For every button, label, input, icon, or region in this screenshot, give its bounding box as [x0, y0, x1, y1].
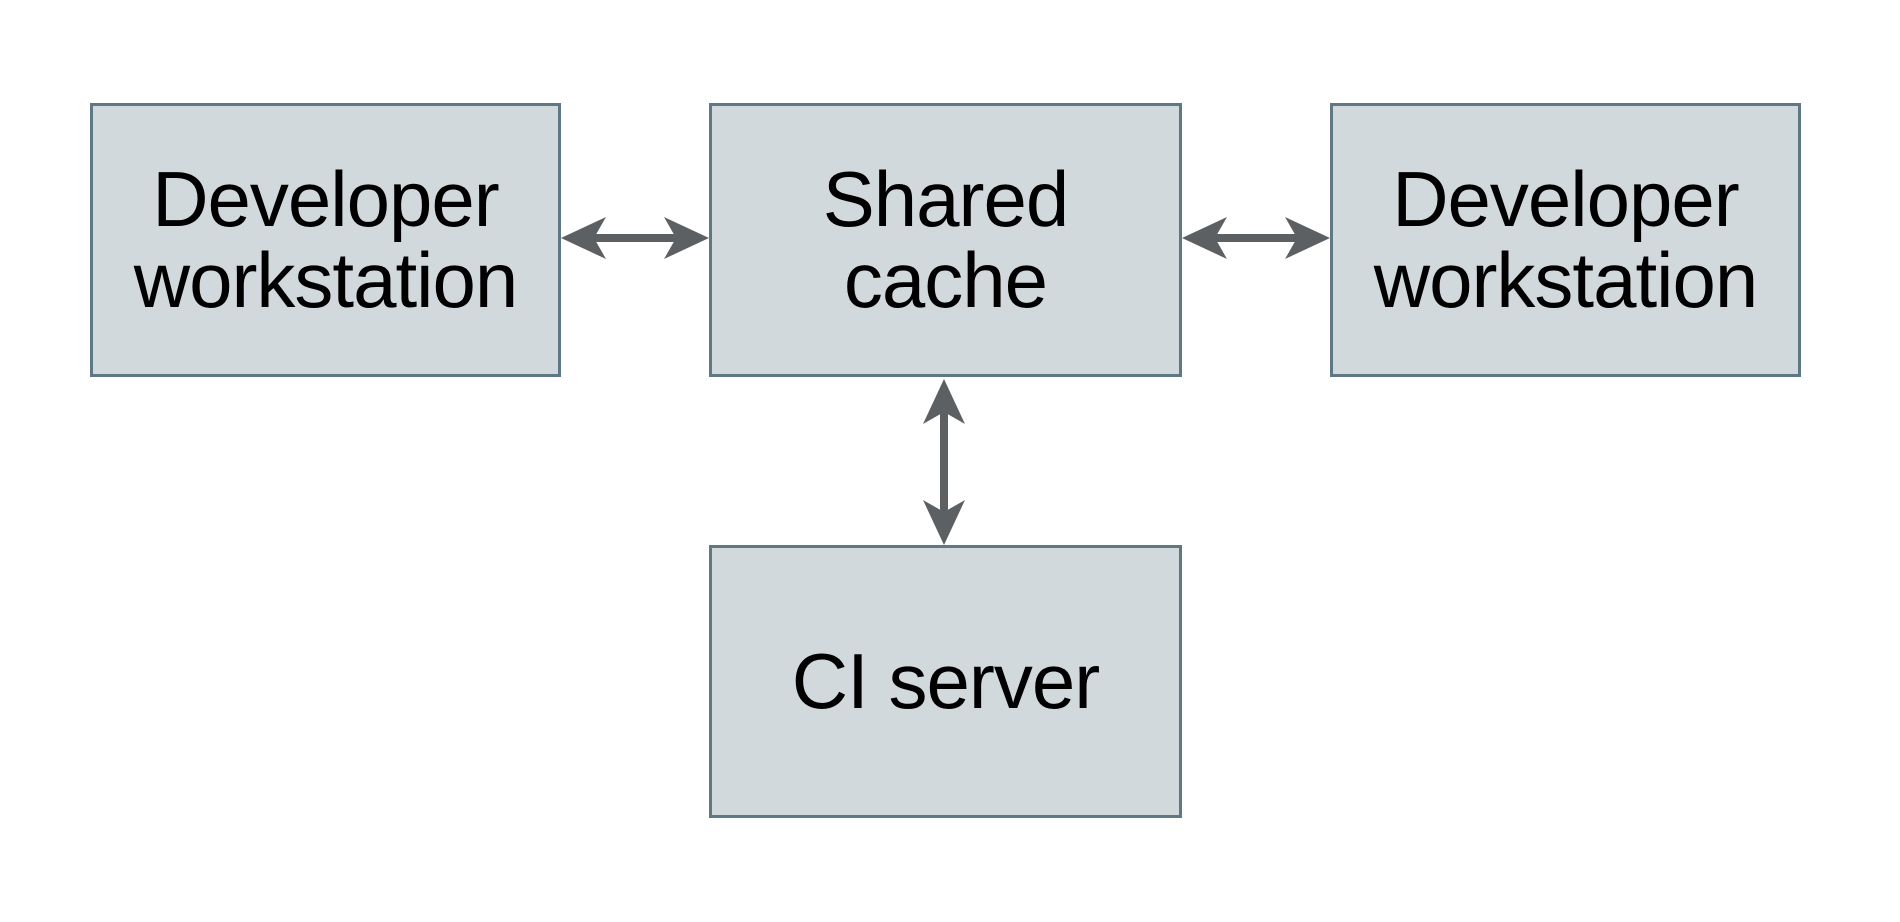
bidirectional-arrow-cache-right	[1182, 217, 1330, 259]
arrowhead-right-icon	[1285, 217, 1330, 259]
node-label-line: workstation	[1373, 236, 1758, 324]
node-label-line: Developer	[1392, 154, 1740, 243]
arrow-shaft	[592, 234, 678, 242]
node-label-line: workstation	[133, 236, 518, 324]
bidirectional-arrow-left-cache	[561, 217, 709, 259]
arrow-shaft	[1213, 234, 1299, 242]
node-shared-cache: Shared cache	[709, 103, 1182, 377]
node-label-line: cache	[843, 236, 1048, 324]
arrow-shaft	[940, 410, 948, 514]
node-developer-workstation-left: Developer workstation	[90, 103, 561, 377]
arrowhead-left-icon	[561, 217, 606, 259]
node-label-line: Developer	[152, 154, 500, 243]
arrowhead-up-icon	[923, 379, 965, 424]
node-label-line: CI server	[791, 636, 1100, 725]
arrowhead-down-icon	[923, 500, 965, 545]
node-developer-workstation-right: Developer workstation	[1330, 103, 1801, 377]
node-label-line: Shared	[822, 154, 1070, 243]
arrowhead-right-icon	[664, 217, 709, 259]
bidirectional-arrow-cache-ci	[923, 379, 965, 545]
node-ci-server: CI server	[709, 545, 1182, 818]
arrowhead-left-icon	[1182, 217, 1227, 259]
